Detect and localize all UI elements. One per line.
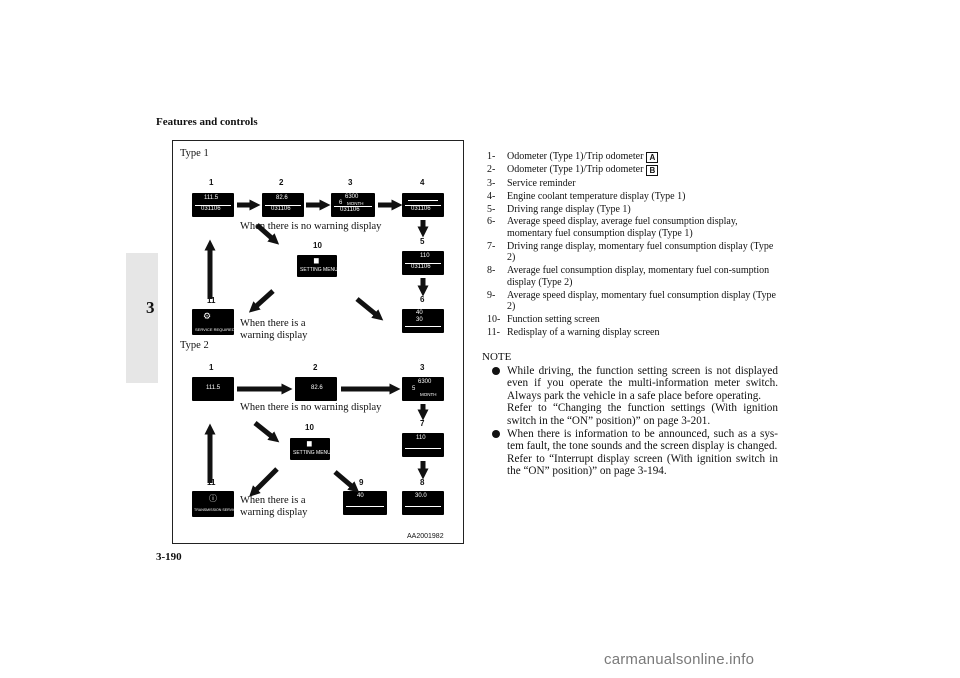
note-bullet-2-ref: Refer to “Interrupt display screen (With… [507,452,778,478]
t2-screen-setting-menu: ▆ SETTING MENU [290,438,331,460]
t2-screen-driving-range-fuel: 110 [402,433,444,457]
section-tab-number: 3 [146,298,155,317]
t1-screen-odometer-b: 82.6 031106 [262,193,304,217]
t2-callout-8: 8 [420,478,425,487]
t1-callout-6: 6 [420,295,425,304]
t2-screen-odometer-b: 82.6 [295,377,337,401]
display-flow-figure: Type 1 1 2 3 4 10 5 11 6 111.5 031106 82… [172,140,464,544]
list-item: 7-Driving range display, momentary fuel … [487,240,774,264]
section-tab [126,253,158,383]
type1-label: Type 1 [180,148,209,159]
t2-screen-service-reminder: 6300 5 MONTH [402,377,444,401]
t1-screen-service-reminder: 6300 6 MONTH 031106 [331,193,375,217]
t1-callout-1: 1 [209,178,214,187]
t1-screen-driving-range: 110 031106 [402,251,444,275]
note-bullet-1-text: While driving, the function setting scre… [507,364,778,402]
list-item: 11-Redisplay of a warning display screen [487,326,660,338]
list-item: 4-Engine coolant temperature display (Ty… [487,190,686,202]
running-header: Features and controls [156,116,258,128]
t2-warning-label-line1: When there is a [240,495,306,506]
t2-no-warning-label: When there is no warning display [240,402,382,413]
t1-warning-label-line2: warning display [240,330,308,341]
t2-callout-3: 3 [420,363,425,372]
t1-callout-5: 5 [420,237,425,246]
t1-screen-coolant-temp: 031106 [402,193,444,217]
watermark: carmanualsonline.info [604,651,755,668]
bullet-icon [492,366,500,375]
t2-callout-9: 9 [359,478,364,487]
key-b-icon: B [646,165,659,177]
t2-warning-label-line2: warning display [240,507,308,518]
t2-screen-transmission-warning: ⓘ TRANSMISSION SERVICE REQUIRED [192,491,258,517]
t2-callout-10: 10 [305,423,314,432]
note-bullet-1-ref: Refer to “Changing the function settings… [507,402,778,427]
t1-warning-label-line1: When there is a [240,318,306,329]
t2-callout-7: 7 [420,419,425,428]
t1-callout-2: 2 [279,178,284,187]
t2-screen-avg-speed-fuel: 40 [343,491,387,515]
list-item: 10-Function setting screen [487,314,600,326]
list-item: 9-Average speed display, momentary fuel … [487,289,776,313]
note-bullet-2-text: When there is information to be announce… [507,427,778,453]
list-item: 5-Driving range display (Type 1) [487,203,631,215]
t1-callout-4: 4 [420,178,425,187]
t1-callout-3: 3 [348,178,353,187]
bullet-icon [492,429,500,438]
t1-screen-avg-speed-fuel: 40 30 [402,309,444,333]
flow-arrows [204,199,429,497]
t1-callout-11: 11 [207,296,216,305]
t1-callout-10: 10 [313,241,322,250]
note-title: NOTE [482,351,512,363]
list-item: 8-Average fuel consumption display, mome… [487,265,770,288]
t2-screen-avg-fuel-consumption: 30.0 [402,491,444,515]
t1-screen-service-required: ⚙ SERVICE REQUIRED [192,309,235,335]
page-number: 3-190 [156,551,182,563]
t2-screen-odometer-a: 111.5 [192,377,234,401]
t2-callout-1: 1 [209,363,214,372]
type2-label: Type 2 [180,340,209,351]
t1-screen-setting-menu: ▆ SETTING MENU [297,255,338,277]
t1-no-warning-label: When there is no warning display [240,221,382,232]
key-a-icon: A [646,152,659,163]
note-bullet-1: While driving, the function setting scre… [482,365,778,428]
note-bullet-2: When there is information to be announce… [482,428,778,478]
list-item: 6-Average speed display, average fuel co… [487,216,738,239]
list-item: 3-Service reminder [487,177,576,189]
t2-callout-2: 2 [313,363,318,372]
figure-code: AA2001982 [407,533,444,540]
note-block: NOTE While driving, the function setting… [482,351,778,478]
t1-screen-odometer-a: 111.5 031106 [192,193,234,217]
